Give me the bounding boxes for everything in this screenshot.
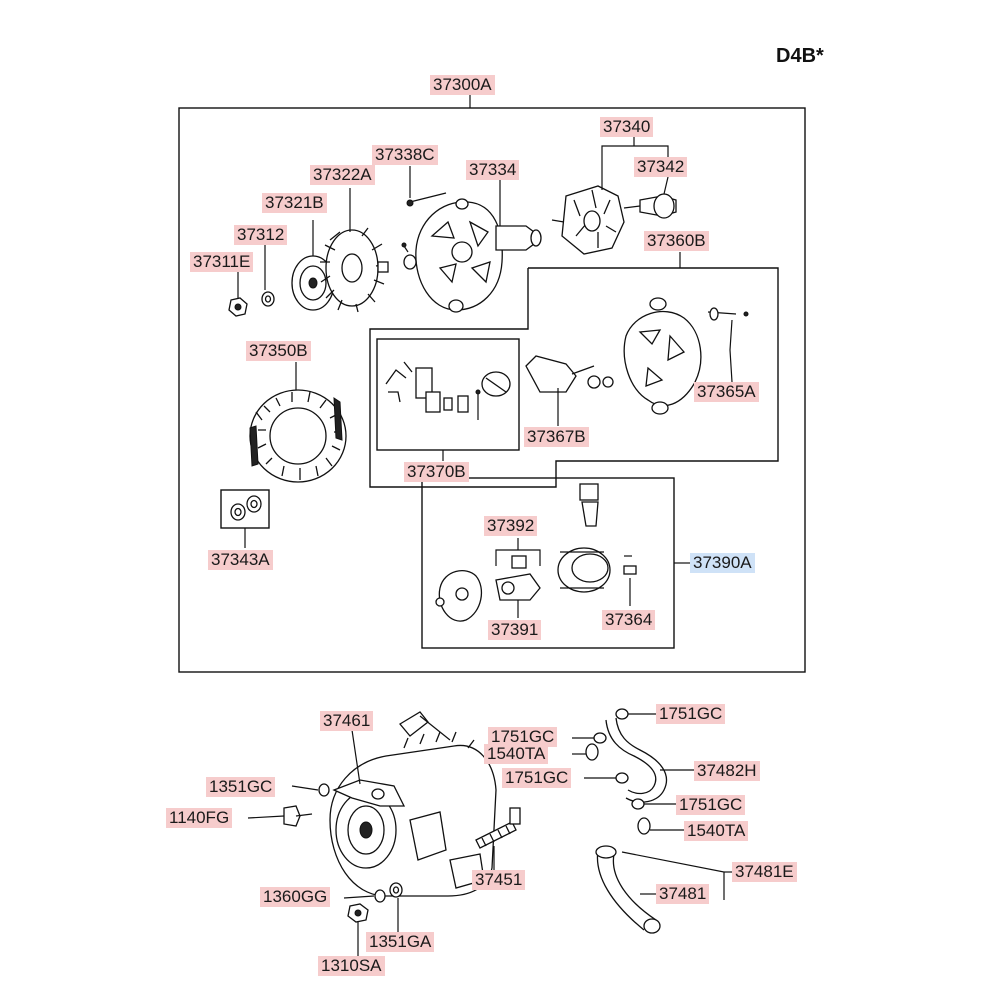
lower-nut-washer-drawing (343, 882, 403, 956)
part-label-1351GC[interactable]: 1351GC (206, 777, 276, 797)
model-code: D4B* (776, 45, 824, 67)
part-label-1351GA[interactable]: 1351GA (366, 932, 435, 952)
vacuum-hose-drawing (595, 845, 734, 934)
bearing-set-drawing (220, 489, 270, 548)
part-label-37340[interactable]: 37340 (600, 117, 654, 137)
part-label-37365A[interactable]: 37365A (694, 382, 759, 402)
part-label-37342[interactable]: 37342 (634, 157, 688, 177)
part-label-1751GC-left[interactable]: 1751GC (488, 727, 558, 747)
part-label-1360GG[interactable]: 1360GG (260, 887, 331, 907)
part-label-1540TA-upper[interactable]: 1540TA (484, 744, 549, 764)
part-label-1751GC-top[interactable]: 1751GC (656, 704, 726, 724)
rectifier-group-frame (376, 338, 520, 451)
rotor-drawing (551, 136, 677, 255)
pulley-drawing (291, 220, 335, 311)
vacuum-pipe-drawing (572, 708, 694, 835)
part-label-37390A[interactable]: 37390A (690, 553, 755, 573)
part-label-37392[interactable]: 37392 (484, 516, 538, 536)
nut-washer-drawing (228, 245, 275, 317)
through-bolt-drawing (406, 166, 447, 207)
part-label-1140FG[interactable]: 1140FG (166, 808, 233, 828)
part-label-37311E[interactable]: 37311E (190, 252, 254, 272)
part-label-37451[interactable]: 37451 (472, 870, 526, 890)
part-label-37481[interactable]: 37481 (656, 884, 710, 904)
mounting-bolt-drawing (247, 805, 313, 827)
part-label-1751GC-right[interactable]: 1751GC (676, 795, 746, 815)
rectifier-drawing (385, 361, 511, 420)
part-label-37321B[interactable]: 37321B (262, 193, 327, 213)
part-label-37300A[interactable]: 37300A (430, 75, 495, 95)
part-label-37370B[interactable]: 37370B (404, 462, 469, 482)
stud-bolt-drawing (475, 807, 521, 870)
part-label-37338C[interactable]: 37338C (372, 145, 438, 165)
part-label-37360B[interactable]: 37360B (644, 231, 709, 251)
vacuum-pump-drawing (435, 483, 637, 622)
stator-drawing (249, 362, 347, 483)
fan-drawing (320, 188, 389, 313)
part-label-37322A[interactable]: 37322A (310, 165, 375, 185)
part-label-1540TA-lower[interactable]: 1540TA (684, 821, 749, 841)
part-label-37334[interactable]: 37334 (466, 160, 520, 180)
alternator-assembly-drawing (291, 711, 497, 897)
part-label-37482H[interactable]: 37482H (694, 761, 760, 781)
part-label-37312[interactable]: 37312 (234, 225, 288, 245)
part-label-37391[interactable]: 37391 (488, 620, 542, 640)
rear-cover-group-frame (369, 267, 779, 488)
brush-holder-drawing (525, 355, 614, 426)
front-bracket-drawing (401, 180, 542, 313)
part-label-37364[interactable]: 37364 (602, 610, 656, 630)
part-label-37367B[interactable]: 37367B (524, 427, 589, 447)
part-label-37343A[interactable]: 37343A (208, 550, 273, 570)
part-label-1751GC-middle[interactable]: 1751GC (502, 768, 572, 788)
alternator-assembly-frame (178, 107, 806, 673)
part-label-37461[interactable]: 37461 (320, 711, 374, 731)
part-label-1310SA[interactable]: 1310SA (318, 956, 385, 976)
part-label-37350B[interactable]: 37350B (246, 341, 311, 361)
part-label-37481E[interactable]: 37481E (732, 862, 797, 882)
